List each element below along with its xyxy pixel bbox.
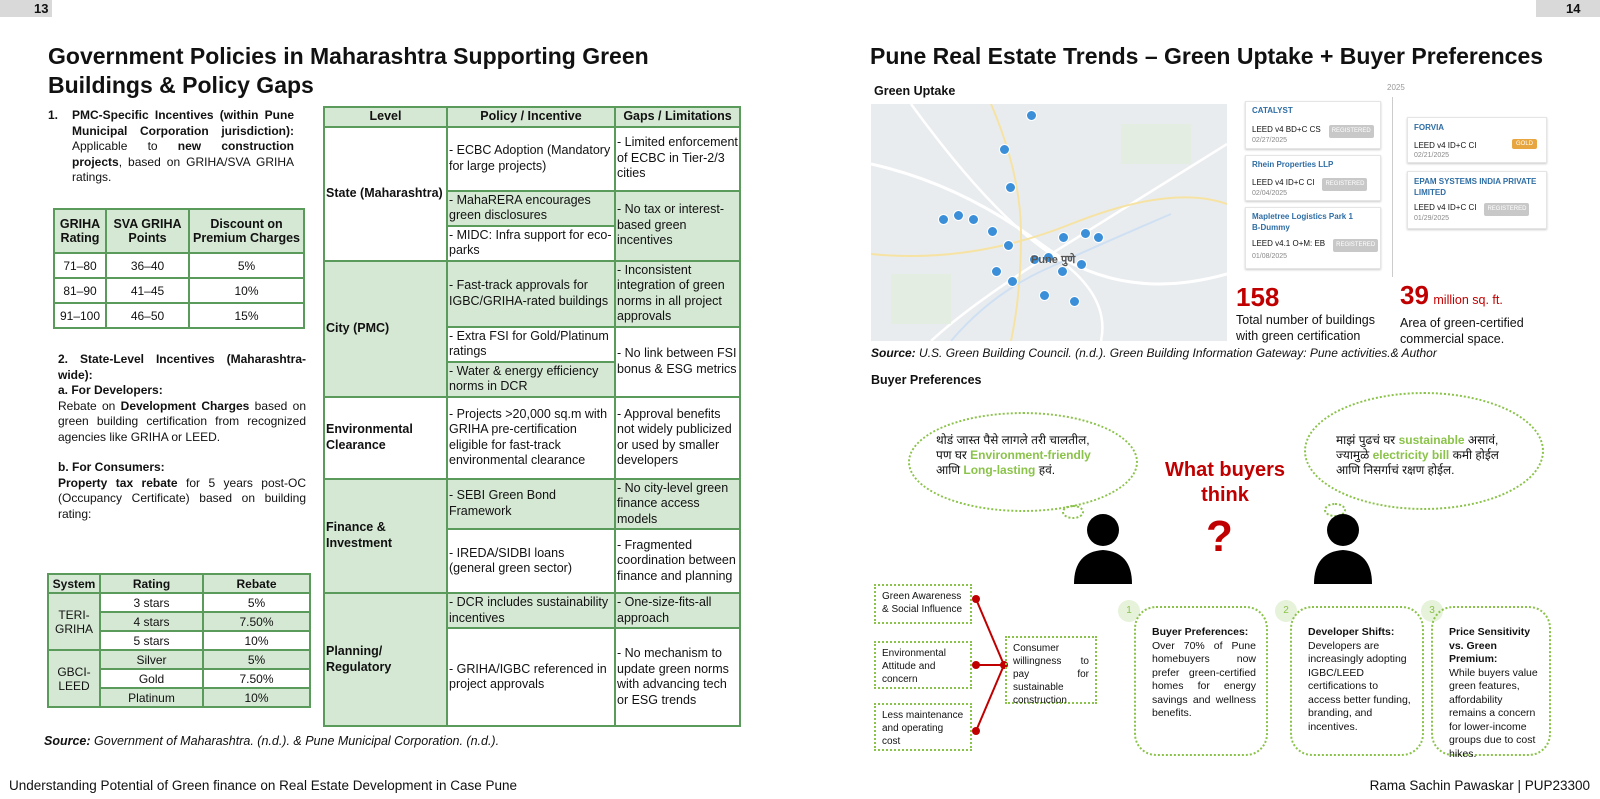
map-pin[interactable] [1080, 228, 1091, 239]
card-price-sensitivity: Price Sensitivity vs. Green Premium:Whil… [1431, 606, 1551, 760]
consumer-willingness: Consumer willingness to pay for sustaina… [1005, 636, 1097, 706]
map-pin[interactable] [1007, 276, 1018, 287]
map-pin[interactable] [938, 214, 949, 225]
factor-attitude: Environmental Attitude and concern [874, 641, 972, 689]
buyer-preferences-heading: Buyer Preferences [871, 373, 982, 387]
map-city-label: Pune पुणे [1031, 254, 1076, 266]
map-pin[interactable] [999, 144, 1010, 155]
map-pin[interactable] [1058, 232, 1069, 243]
green-uptake-heading: Green Uptake [874, 84, 956, 98]
connector-lines [972, 595, 1008, 735]
timeline-card[interactable]: FORVIA LEED v4 ID+C CI 02/21/2025 GOLD [1407, 117, 1547, 163]
stat-buildings: 158 Total number of buildings with green… [1236, 282, 1375, 343]
left-footer: Understanding Potential of Green finance… [9, 778, 518, 793]
map-pin[interactable] [1029, 254, 1040, 265]
pune-map[interactable]: Pune पुणे [871, 104, 1227, 341]
map-pin[interactable] [1005, 182, 1016, 193]
map-pin[interactable] [1003, 240, 1014, 251]
left-page-title: Government Policies in Maharashtra Suppo… [48, 43, 649, 98]
thought-cloud-2 [1304, 392, 1544, 510]
card-buyer-preferences: Buyer Preferences:Over 70% of Pune homeb… [1134, 606, 1268, 756]
page-number-right: 14 [1536, 0, 1600, 17]
thought-bubble [1062, 505, 1084, 519]
what-buyers-think: What buyers think [1164, 459, 1286, 506]
thought-cloud-1 [908, 412, 1138, 512]
right-page-title: Pune Real Estate Trends – Green Uptake +… [870, 43, 1544, 69]
pmc-incentives: 1. PMC-Specific Incentives (within Pune … [48, 108, 295, 184]
state-incentives: 2. State-Level Incentives (Maharashtra-w… [58, 352, 306, 521]
map-pin[interactable] [953, 210, 964, 221]
timeline-card[interactable]: EPAM SYSTEMS INDIA PRIVATE LIMITED LEED … [1407, 171, 1547, 229]
cloud-text-1: थोडं जास्त पैसे लागले तरी चालतील, पण घर … [936, 433, 1091, 477]
map-roads [871, 104, 1227, 341]
map-pin[interactable] [1069, 296, 1080, 307]
map-pin[interactable] [1039, 290, 1050, 301]
person-icon [1314, 514, 1372, 584]
right-footer: Rama Sachin Pawaskar | PUP23300 [1369, 778, 1590, 793]
left-source: Source: Government of Maharashtra. (n.d.… [44, 734, 500, 748]
timeline-axis [1392, 97, 1393, 277]
map-pin[interactable] [987, 226, 998, 237]
right-source: Source: U.S. Green Building Council. (n.… [871, 346, 1437, 360]
question-mark: ? [1206, 512, 1233, 561]
card-number: 1 [1118, 600, 1140, 622]
map-pin[interactable] [1057, 266, 1068, 277]
factor-cost: Less maintenance and operating cost [874, 703, 972, 751]
map-pin[interactable] [1076, 259, 1087, 270]
cloud-text-2: माझं पुढचं घर sustainable असावं, ज्यामुळ… [1336, 433, 1499, 477]
card-number: 2 [1275, 600, 1297, 622]
gold-badge: GOLD [1512, 139, 1538, 149]
map-pin[interactable] [1026, 110, 1037, 121]
card-developer-shifts: Developer Shifts:Developers are increasi… [1290, 606, 1424, 756]
map-pin[interactable] [968, 214, 979, 225]
thought-bubble [1324, 503, 1346, 517]
timeline-card[interactable]: Mapletree Logistics Park 1 B-Dummy LEED … [1245, 207, 1381, 269]
person-icon [1074, 514, 1132, 584]
factor-awareness: Green Awareness & Social Influence [874, 584, 972, 624]
stat-area: 39 million sq. ft. Area of green-certifi… [1400, 280, 1524, 346]
map-pin[interactable] [1093, 232, 1104, 243]
map-pin[interactable] [1043, 252, 1054, 263]
map-pin[interactable] [991, 266, 1002, 277]
page-number-left: 13 [0, 0, 52, 17]
